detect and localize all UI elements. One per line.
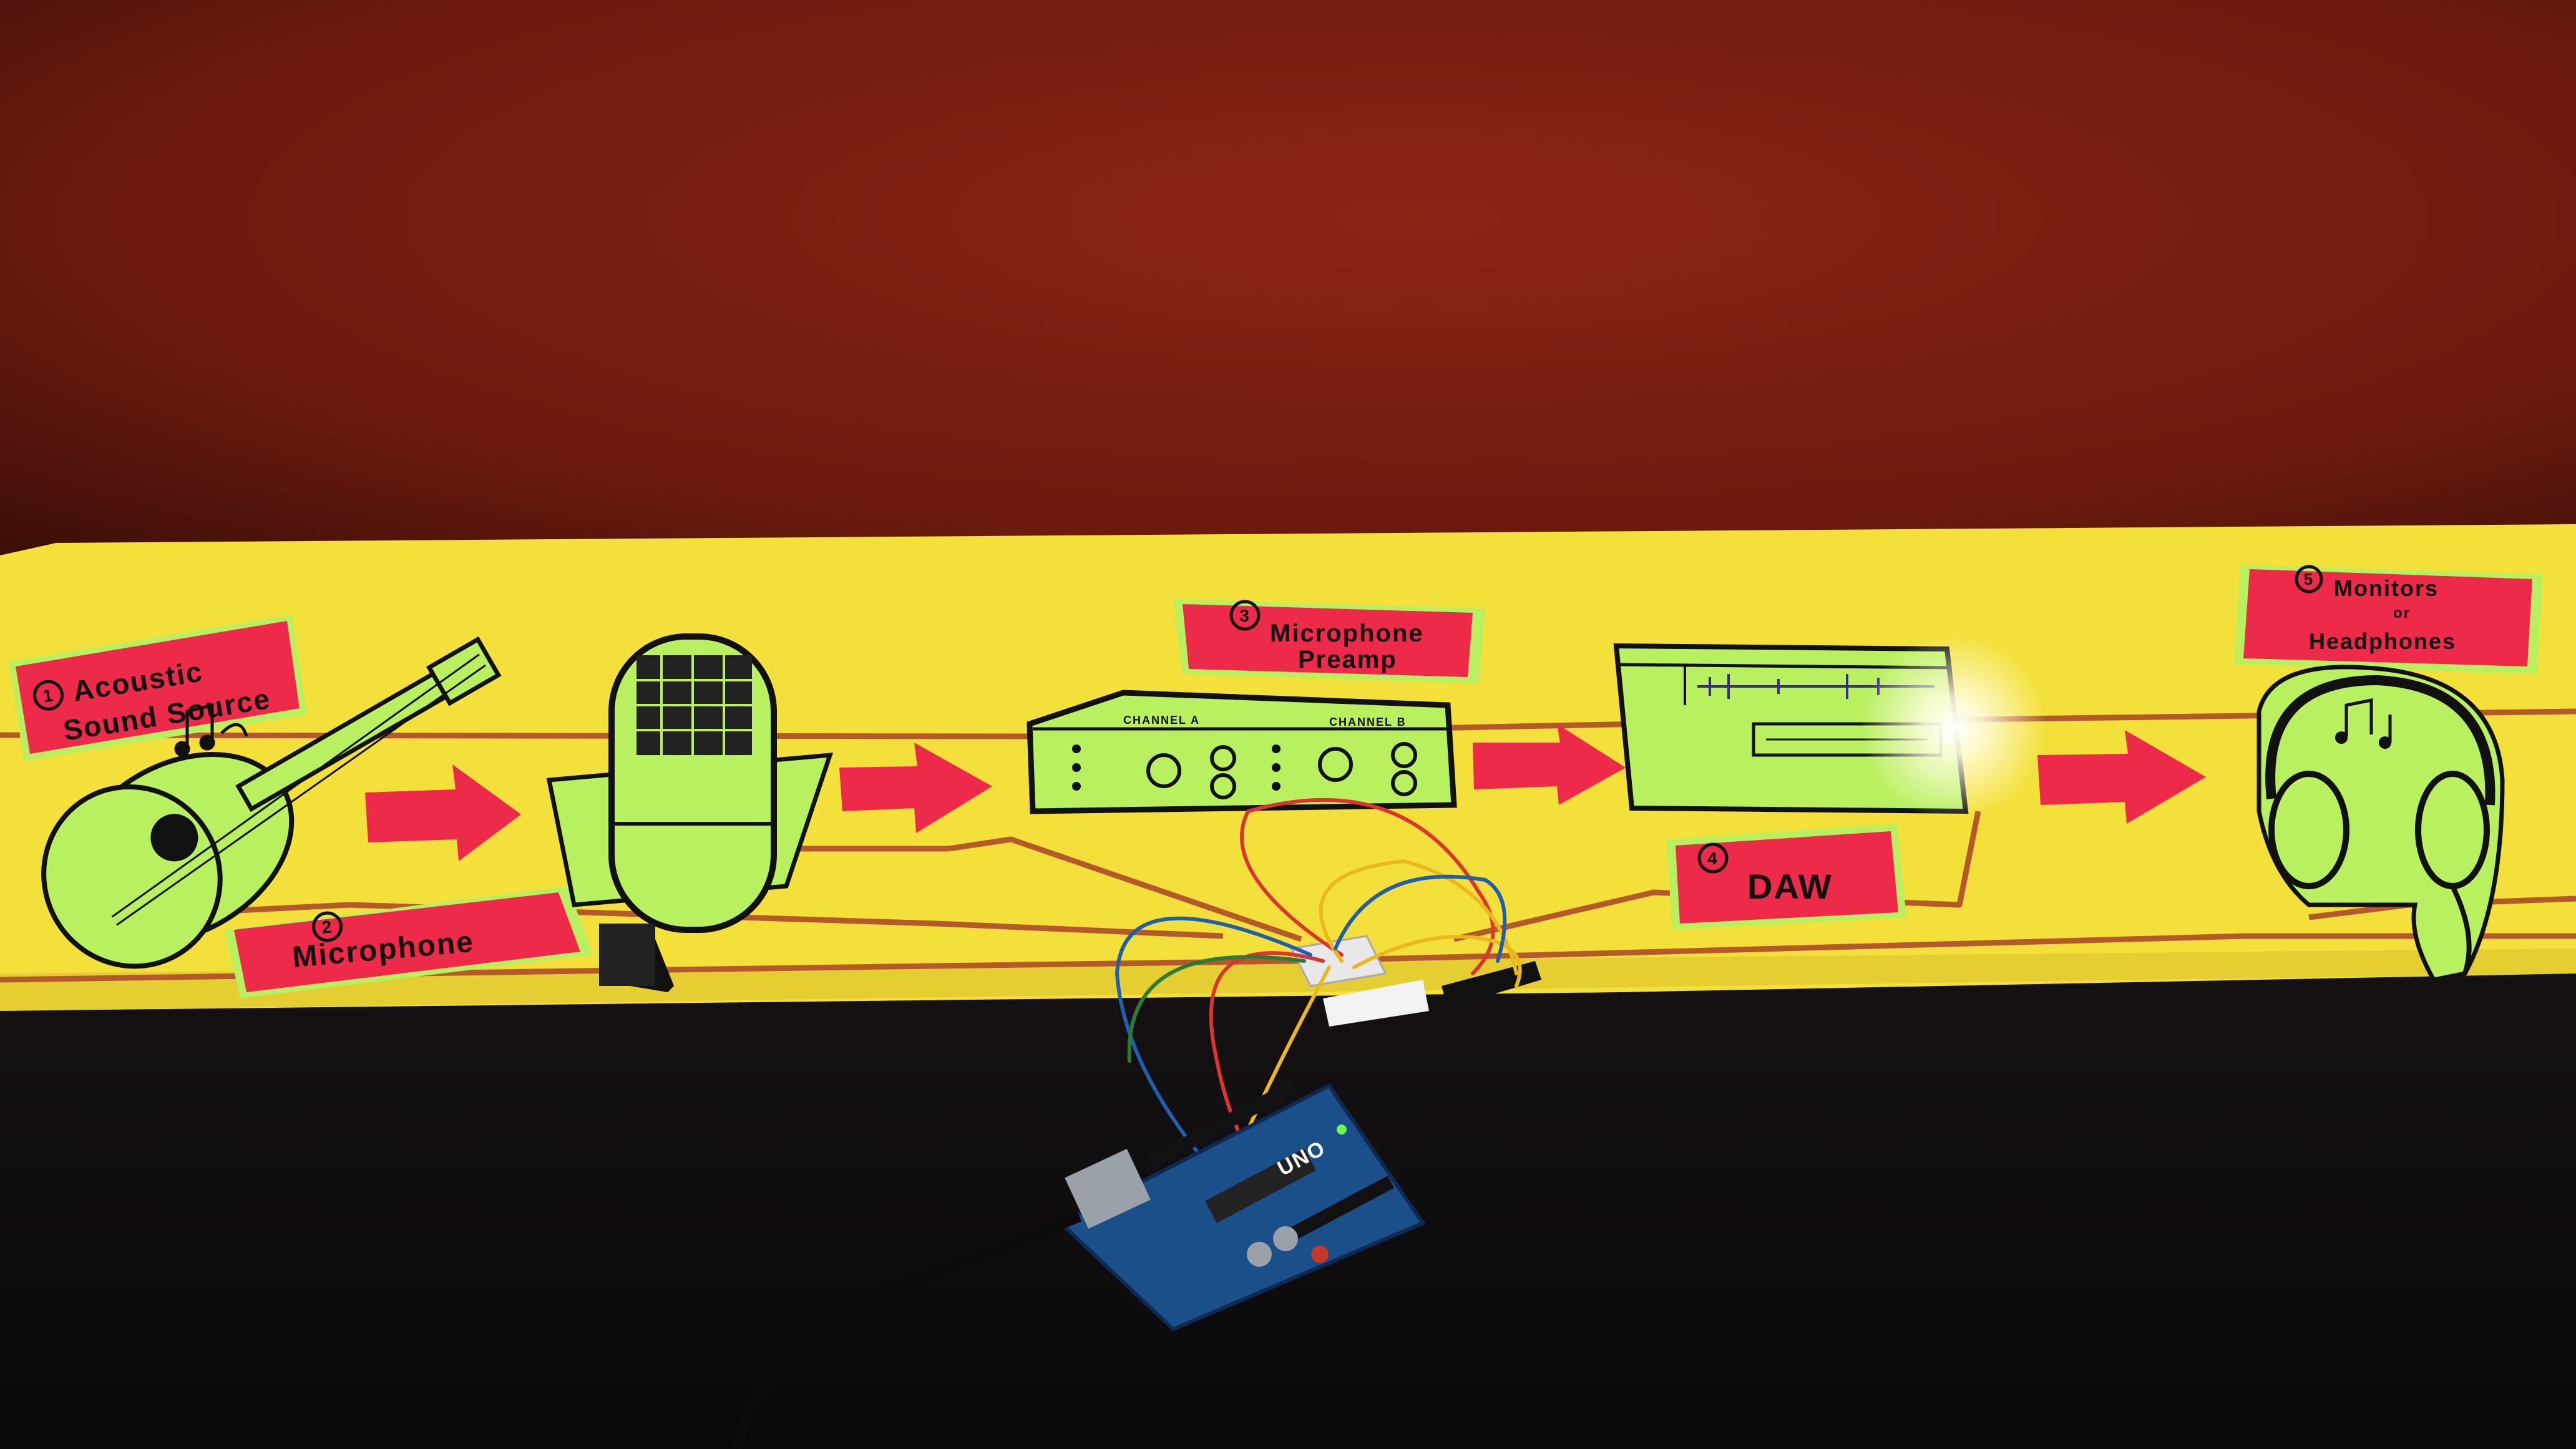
- arrow-right-icon: [365, 764, 521, 861]
- step-3-line-2: Preamp: [1298, 646, 1397, 673]
- arduino-board-icon: UNO: [1057, 1080, 1426, 1332]
- label-step-1: 1 Acoustic Sound Source: [9, 615, 307, 761]
- step-1-number: 1: [41, 685, 55, 706]
- step-3-number: 3: [1239, 606, 1251, 625]
- preamp-icon: CHANNEL A CHANNEL B: [1027, 690, 1457, 814]
- step-4-number: 4: [1707, 849, 1719, 868]
- arrow-right-icon: [839, 743, 992, 833]
- label-step-3: 3 Microphone Preamp: [1173, 599, 1485, 683]
- channel-a-label: CHANNEL A: [1123, 714, 1200, 726]
- wall: [0, 0, 2576, 624]
- step-5-line-1: Monitors: [2334, 575, 2439, 601]
- step-5-line-2: or: [2393, 605, 2411, 622]
- usb-cable: [731, 1212, 1082, 1449]
- touch-sensor-board: [1290, 935, 1541, 1027]
- guitar-icon: [41, 636, 502, 969]
- step-5-line-3: Headphones: [2309, 628, 2456, 654]
- microphone-icon: [546, 633, 834, 992]
- music-note-icon: [174, 703, 248, 757]
- jumper-wires: [1115, 798, 1522, 1200]
- led-light-icon: [1860, 633, 2047, 821]
- step-2-number: 2: [321, 917, 333, 937]
- arrow-right-icon: [1473, 724, 1626, 805]
- step-5-number: 5: [2304, 570, 2314, 588]
- arrow-right-icon: [2037, 730, 2206, 824]
- headphones-icon: [2256, 665, 2505, 982]
- step-4-line-1: DAW: [1747, 867, 1833, 906]
- label-step-2: 2 Microphone: [225, 886, 593, 998]
- step-3-line-1: Microphone: [1270, 620, 1424, 647]
- channel-b-label: CHANNEL B: [1329, 716, 1407, 728]
- label-step-4: 4 DAW: [1666, 824, 1906, 930]
- label-step-5: 5 Monitors or Headphones: [2234, 565, 2543, 674]
